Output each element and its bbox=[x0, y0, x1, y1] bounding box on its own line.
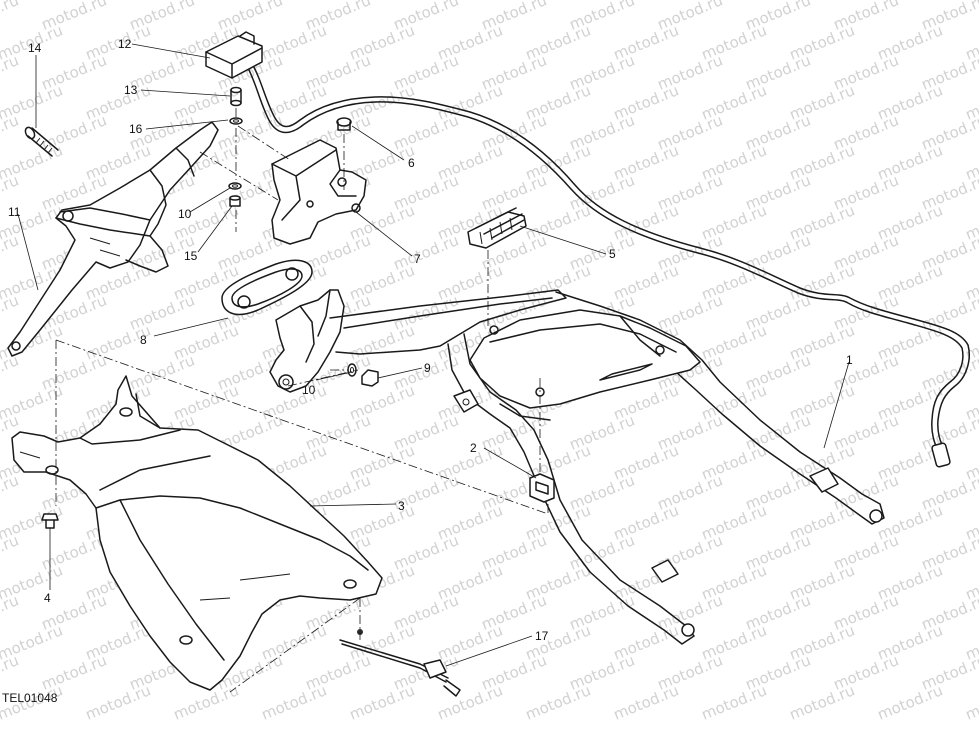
watermark-text: motod.ru bbox=[83, 681, 154, 723]
watermark-text: motod.ru bbox=[0, 351, 21, 393]
part-6-screw bbox=[336, 117, 352, 131]
watermark-text: motod.ru bbox=[523, 681, 594, 723]
watermark-text: motod.ru bbox=[875, 681, 946, 723]
part-9-nut bbox=[361, 369, 379, 387]
watermark-text: motod.ru bbox=[0, 591, 21, 633]
part-10-washer-lower bbox=[347, 363, 357, 377]
callout-15: 15 bbox=[184, 249, 198, 263]
callout-2: 2 bbox=[470, 441, 477, 455]
part-7-bracket bbox=[271, 139, 367, 245]
callout-13: 13 bbox=[124, 83, 138, 97]
callout-16: 16 bbox=[129, 122, 143, 136]
watermark-text: motod.ru bbox=[0, 471, 21, 513]
callout-12: 12 bbox=[118, 37, 132, 51]
callout-9: 9 bbox=[424, 361, 431, 375]
part-14-bolt bbox=[24, 126, 59, 157]
part-11-plate-holder bbox=[7, 121, 219, 357]
part-10-washer-upper bbox=[228, 182, 242, 190]
wiring-harness bbox=[245, 59, 970, 468]
watermark-text: motod.ru bbox=[0, 0, 21, 34]
part-16-washer bbox=[229, 117, 243, 125]
callout-11: 11 bbox=[8, 205, 21, 219]
part-12-connector bbox=[205, 31, 263, 79]
callout-labels: 12 13 16 14 11 10 15 6 7 8 5 1 2 3 4 10 … bbox=[2, 37, 853, 705]
watermark-text: motod.ru bbox=[963, 681, 979, 723]
watermark-text: motod.ru bbox=[259, 681, 330, 723]
part-15-screw bbox=[229, 195, 241, 207]
part-1-rear-frame bbox=[269, 289, 885, 645]
watermark-text: motod.ru bbox=[0, 531, 21, 573]
part-3-fender bbox=[11, 375, 383, 691]
watermark-text: motod.ru bbox=[787, 681, 858, 723]
callout-10-lower: 10 bbox=[302, 383, 316, 397]
watermark-text: motod.ru bbox=[699, 681, 770, 723]
callout-5: 5 bbox=[609, 247, 616, 261]
callout-17: 17 bbox=[535, 629, 549, 643]
watermark-text: motod.ru bbox=[0, 651, 21, 693]
watermark-text: motod.ru bbox=[963, 0, 979, 4]
assembly-lines bbox=[55, 108, 549, 693]
callout-8: 8 bbox=[140, 333, 147, 347]
leader-lines bbox=[17, 43, 850, 667]
part-2-clip bbox=[529, 473, 555, 503]
callout-6: 6 bbox=[408, 156, 415, 170]
callout-1: 1 bbox=[846, 353, 853, 367]
callout-7: 7 bbox=[414, 252, 421, 266]
watermark-text: motod.ru bbox=[347, 681, 418, 723]
part-8-gasket bbox=[221, 259, 313, 316]
callout-4: 4 bbox=[44, 591, 51, 605]
watermark-text: motod.ru bbox=[0, 231, 21, 273]
watermark-text: motod.ru bbox=[0, 111, 21, 153]
callout-14: 14 bbox=[28, 41, 42, 55]
part-5-damper bbox=[467, 207, 527, 249]
callout-3: 3 bbox=[398, 499, 405, 513]
watermark-text: motod.ru bbox=[611, 681, 682, 723]
callout-10-upper: 10 bbox=[178, 207, 192, 221]
part-13-spacer bbox=[230, 86, 242, 107]
watermark-text: motod.ru bbox=[0, 51, 21, 93]
drawing-code: TEL01048 bbox=[2, 691, 58, 705]
watermark-text: motod.ru bbox=[0, 291, 21, 333]
